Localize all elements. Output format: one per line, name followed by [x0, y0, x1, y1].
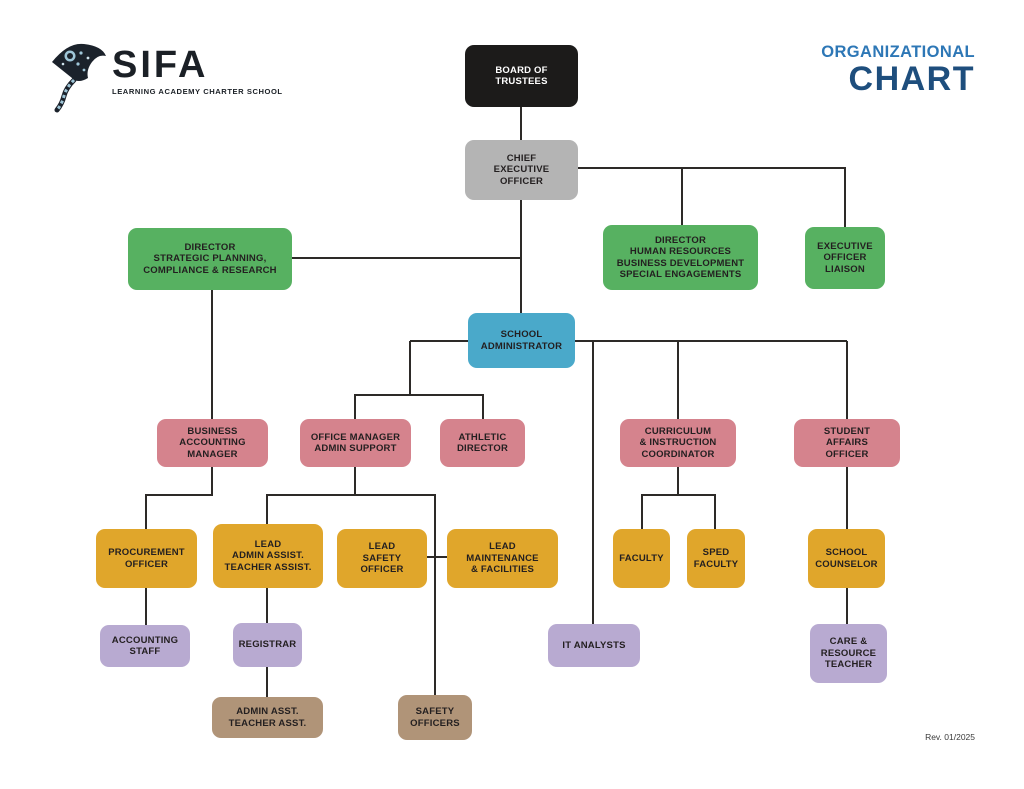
- connector-line: [292, 257, 521, 259]
- connector-line: [211, 290, 213, 419]
- connector-line: [266, 588, 268, 623]
- node-label: SCHOOL COUNSELOR: [815, 547, 878, 570]
- node-label: DIRECTOR STRATEGIC PLANNING, COMPLIANCE …: [143, 241, 277, 276]
- node-label: CARE & RESOURCE TEACHER: [820, 636, 877, 671]
- node-lead-admin-assist: LEAD ADMIN ASSIST. TEACHER ASSIST.: [213, 524, 323, 588]
- connector-line: [354, 467, 356, 495]
- connector-line: [266, 667, 268, 697]
- logo-name: SIFA: [112, 44, 209, 86]
- node-label: FACULTY: [619, 552, 664, 564]
- connector-line: [846, 341, 848, 419]
- sifa-logo: SIFA LEARNING ACADEMY CHARTER SCHOOL: [48, 40, 283, 114]
- node-label: SCHOOL ADMINISTRATOR: [480, 329, 563, 352]
- node-label: ACCOUNTING STAFF: [111, 634, 179, 657]
- node-executive-officer-liaison: EXECUTIVE OFFICER LIAISON: [805, 227, 885, 289]
- connector-line: [681, 168, 683, 227]
- node-label: PROCUREMENT OFFICER: [108, 547, 185, 570]
- revision-label: Rev. 01/2025: [925, 732, 975, 742]
- node-office-manager-admin-support: OFFICE MANAGER ADMIN SUPPORT: [300, 419, 411, 467]
- node-label: OFFICE MANAGER ADMIN SUPPORT: [310, 431, 401, 454]
- node-school-counselor: SCHOOL COUNSELOR: [808, 529, 885, 588]
- connector-line: [714, 495, 716, 529]
- node-label: EXECUTIVE OFFICER LIAISON: [817, 240, 873, 275]
- node-chief-executive-officer: CHIEF EXECUTIVE OFFICER: [465, 140, 578, 200]
- node-label: SPED FACULTY: [693, 547, 739, 570]
- node-label: ADMIN ASST. TEACHER ASST.: [228, 706, 307, 729]
- node-label: BOARD OF TRUSTEES: [495, 64, 548, 87]
- connector-line: [266, 495, 268, 524]
- connector-line: [145, 588, 147, 625]
- node-director-human-resources: DIRECTOR HUMAN RESOURCES BUSINESS DEVELO…: [603, 225, 758, 290]
- document-title-line1: ORGANIZATIONAL: [821, 43, 975, 61]
- document-title-line2: CHART: [848, 59, 975, 98]
- connector-line: [846, 588, 848, 624]
- connector-line: [641, 494, 716, 496]
- connector-line: [354, 394, 484, 396]
- connector-line: [145, 495, 147, 529]
- logo-text: SIFA LEARNING ACADEMY CHARTER SCHOOL: [112, 46, 283, 96]
- connector-line: [575, 340, 847, 342]
- connector-line: [410, 340, 468, 342]
- node-label: LEAD MAINTENANCE & FACILITIES: [466, 541, 539, 576]
- node-director-strategic-planning: DIRECTOR STRATEGIC PLANNING, COMPLIANCE …: [128, 228, 292, 290]
- connector-line: [844, 168, 846, 227]
- node-board-of-trustees: BOARD OF TRUSTEES: [465, 45, 578, 107]
- connector-line: [677, 341, 679, 419]
- node-business-accounting-manager: BUSINESS ACCOUNTING MANAGER: [157, 419, 268, 467]
- node-admin-asst-teacher-asst: ADMIN ASST. TEACHER ASST.: [212, 697, 323, 738]
- connector-line: [520, 107, 522, 140]
- connector-line: [575, 167, 846, 169]
- connector-line: [520, 199, 522, 313]
- node-athletic-director: ATHLETIC DIRECTOR: [440, 419, 525, 467]
- node-label: ATHLETIC DIRECTOR: [456, 431, 509, 454]
- manta-ray-icon: [52, 43, 106, 113]
- connector-line: [409, 341, 411, 395]
- connector-line: [846, 467, 848, 529]
- node-lead-safety-officer: LEAD SAFETY OFFICER: [337, 529, 427, 588]
- node-procurement-officer: PROCUREMENT OFFICER: [96, 529, 197, 588]
- node-label: BUSINESS ACCOUNTING MANAGER: [179, 425, 246, 460]
- node-accounting-staff: ACCOUNTING STAFF: [100, 625, 190, 667]
- node-label: STUDENT AFFAIRS OFFICER: [823, 425, 871, 460]
- connector-line: [427, 556, 447, 558]
- node-label: CHIEF EXECUTIVE OFFICER: [493, 152, 550, 187]
- node-it-analysts: IT ANALYSTS: [548, 624, 640, 667]
- connector-line: [677, 467, 679, 495]
- node-label: DIRECTOR HUMAN RESOURCES BUSINESS DEVELO…: [616, 234, 745, 280]
- connector-line: [211, 467, 213, 495]
- connector-line: [354, 395, 356, 419]
- logo-tagline: LEARNING ACADEMY CHARTER SCHOOL: [112, 87, 283, 96]
- node-label: SAFETY OFFICERS: [410, 706, 460, 729]
- connector-line: [145, 494, 213, 496]
- node-faculty: FACULTY: [613, 529, 670, 588]
- node-school-administrator: SCHOOL ADMINISTRATOR: [468, 313, 575, 368]
- connector-line: [482, 395, 484, 419]
- document-title: ORGANIZATIONAL CHART: [821, 44, 975, 96]
- node-registrar: REGISTRAR: [233, 623, 302, 667]
- connector-line: [592, 341, 594, 624]
- node-label: IT ANALYSTS: [562, 639, 626, 651]
- connector-line: [266, 494, 436, 496]
- node-label: LEAD SAFETY OFFICER: [360, 541, 404, 576]
- node-label: CURRICULUM & INSTRUCTION COORDINATOR: [639, 425, 717, 460]
- node-lead-maintenance-facilities: LEAD MAINTENANCE & FACILITIES: [447, 529, 558, 588]
- connector-line: [434, 495, 436, 695]
- connector-line: [641, 495, 643, 529]
- node-student-affairs-officer: STUDENT AFFAIRS OFFICER: [794, 419, 900, 467]
- node-safety-officers: SAFETY OFFICERS: [398, 695, 472, 740]
- node-label: LEAD ADMIN ASSIST. TEACHER ASSIST.: [224, 538, 312, 573]
- node-sped-faculty: SPED FACULTY: [687, 529, 745, 588]
- node-label: REGISTRAR: [238, 639, 297, 651]
- node-curriculum-instruction-coordinator: CURRICULUM & INSTRUCTION COORDINATOR: [620, 419, 736, 467]
- node-care-resource-teacher: CARE & RESOURCE TEACHER: [810, 624, 887, 683]
